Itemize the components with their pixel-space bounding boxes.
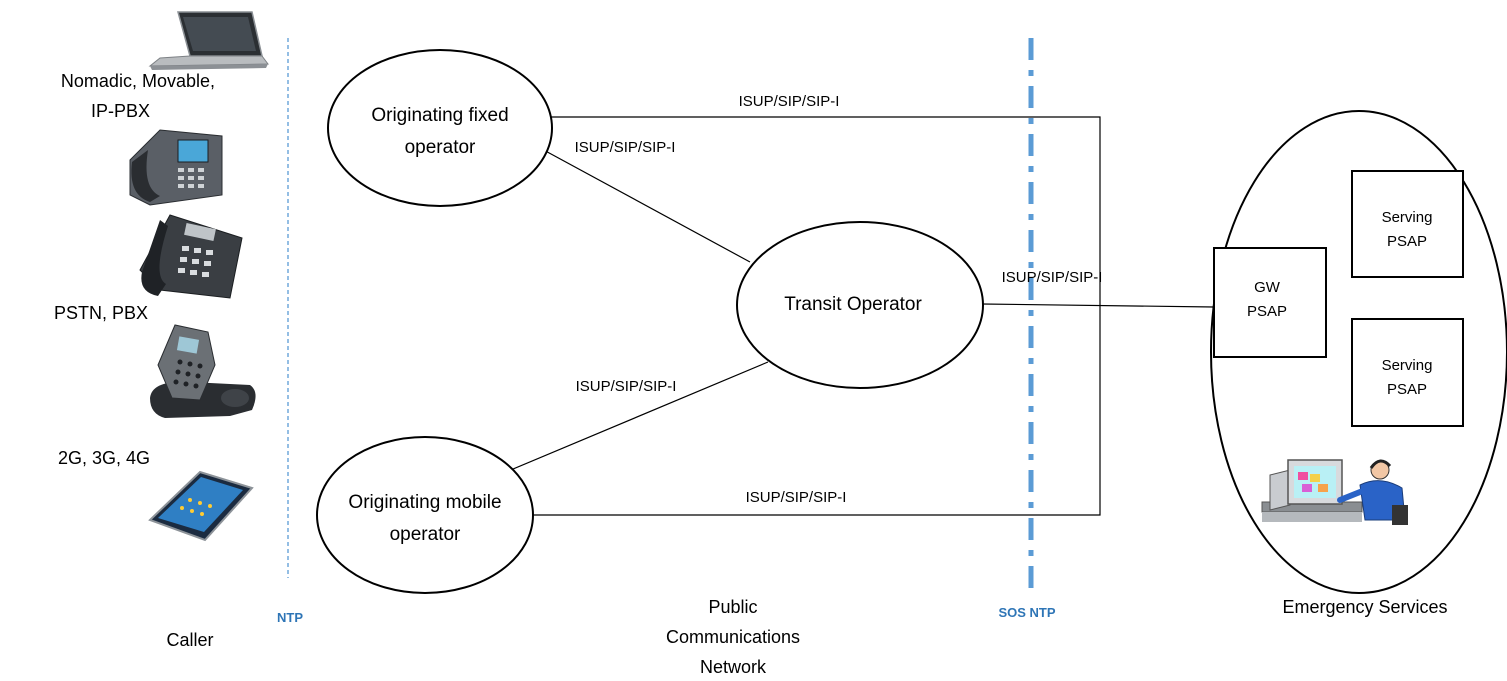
mobile-to-psap-link-label: ISUP/SIP/SIP-I (746, 489, 847, 506)
desk-phone-icon (129, 129, 223, 206)
fixed-to-transit-link-label: ISUP/SIP/SIP-I (575, 139, 676, 156)
mobile-to-transit-link-label: ISUP/SIP/SIP-I (576, 378, 677, 395)
mobile-to-transit-link (474, 361, 769, 486)
serving-psap-2-label-line1: Serving (1382, 357, 1433, 374)
psap-operator-icon (1261, 459, 1408, 525)
network-title-line3: Network (700, 657, 767, 677)
network-title-line1: Public (708, 597, 757, 617)
serving-psap-2-box (1351, 318, 1464, 427)
gw-psap-label-line2: PSAP (1247, 303, 1287, 320)
transit-operator-node (736, 221, 984, 389)
serving-psap-1-label-line2: PSAP (1387, 233, 1427, 250)
gw-psap-box (1213, 247, 1327, 358)
cordless-phone-icon (150, 324, 256, 418)
mobile-operator-label-line1: Originating mobile (348, 492, 501, 513)
fixed-operator-label-line1: Originating fixed (371, 105, 508, 126)
smartphone-icon (148, 470, 254, 542)
emergency-services-title: Emergency Services (1282, 597, 1447, 617)
gw-psap-label-line1: GW (1254, 279, 1281, 296)
fixed-to-psap-link-label: ISUP/SIP/SIP-I (739, 93, 840, 110)
laptop-icon (148, 11, 269, 70)
fixed-to-transit-link (539, 147, 751, 263)
serving-psap-1-box (1351, 170, 1464, 278)
device-label-nomadic: Nomadic, Movable, (61, 71, 215, 91)
mobile-operator-node (316, 436, 534, 594)
device-label-mobile: 2G, 3G, 4G (58, 448, 150, 468)
caller-title: Caller (166, 630, 213, 650)
serving-psap-2-label-line2: PSAP (1387, 381, 1427, 398)
mobile-to-psap-link (490, 295, 1101, 516)
network-title-line2: Communications (666, 627, 800, 647)
mobile-operator-label-line2: operator (390, 524, 461, 545)
ntp-label: NTP (277, 610, 303, 625)
serving-psap-1-label-line1: Serving (1382, 209, 1433, 226)
transit-to-gw-link-label: ISUP/SIP/SIP-I (1002, 269, 1103, 286)
transit-to-gw-link (981, 303, 1215, 308)
ip-phone-icon (139, 214, 243, 299)
fixed-operator-label-line2: operator (405, 137, 476, 158)
sos-ntp-label: SOS NTP (998, 605, 1055, 620)
transit-operator-label: Transit Operator (784, 294, 922, 315)
fixed-to-psap-link (545, 116, 1101, 295)
fixed-operator-node (327, 49, 553, 207)
links (474, 116, 1353, 516)
device-label-ip-pbx: IP-PBX (91, 101, 150, 121)
device-label-pstn: PSTN, PBX (54, 303, 148, 323)
